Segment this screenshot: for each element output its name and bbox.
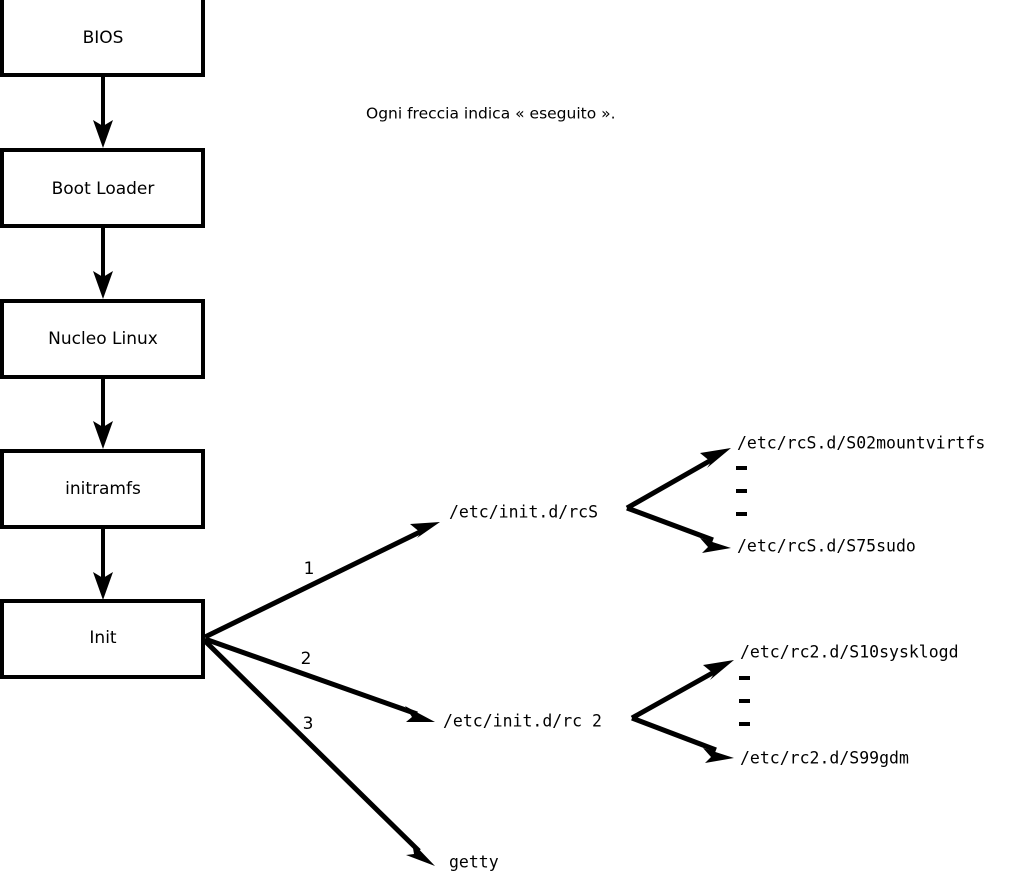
init-branch-3-number: 3	[303, 714, 314, 734]
box-kernel-label: Nucleo Linux	[48, 329, 158, 349]
init-branch-2-target-label: /etc/init.d/rc 2	[443, 712, 602, 731]
arrow-head-icon	[410, 522, 440, 538]
init-branch-3-target-label: getty	[449, 853, 499, 872]
arrow-head-icon	[93, 271, 113, 299]
init-branch-3-arrow	[203, 639, 435, 866]
arrow-head-icon	[703, 660, 734, 680]
chain-connector-initramfs-to-init	[93, 526, 113, 600]
rcs-last-script-label: /etc/rcS.d/S75sudo	[737, 537, 916, 556]
box-bootloader-label: Boot Loader	[52, 179, 155, 199]
rcs-ellipsis-dash-2	[736, 489, 747, 493]
arrow-head-icon	[406, 842, 435, 866]
rc2-ellipsis-dash-2	[739, 699, 750, 703]
rc2-last-script-label: /etc/rc2.d/S99gdm	[740, 749, 909, 768]
rcs-ellipsis-dash-3	[736, 512, 747, 516]
chain-connector-bios-to-bootloader	[93, 75, 113, 148]
rc2-ellipsis-dash-1	[739, 676, 750, 680]
init-branch-1-number: 1	[304, 559, 315, 579]
rcs-fork-upper-arrow	[625, 448, 731, 511]
chain-connector-kernel-to-initramfs	[93, 377, 113, 449]
arrow-head-icon	[93, 120, 113, 148]
rc2-fork-lower-arrow	[631, 715, 734, 763]
init-branch-1-target-label: /etc/init.d/rcS	[449, 503, 598, 522]
rc2-first-script-label: /etc/rc2.d/S10sysklogd	[740, 643, 959, 662]
rc2-ellipsis-dash-3	[739, 722, 750, 726]
box-bios[interactable]: BIOS	[0, 0, 205, 77]
init-branch-1-arrow	[203, 522, 440, 640]
rcs-first-script-label: /etc/rcS.d/S02mountvirtfs	[737, 434, 985, 453]
init-branch-2-arrow	[204, 636, 435, 722]
chain-connector-bootloader-to-kernel	[93, 226, 113, 299]
box-bootloader[interactable]: Boot Loader	[0, 148, 205, 228]
rcs-fork-lower-arrow	[626, 505, 731, 553]
arrow-head-icon	[93, 421, 113, 449]
box-init[interactable]: Init	[0, 599, 205, 679]
arrow-head-icon	[700, 448, 731, 468]
box-bios-label: BIOS	[83, 28, 124, 48]
rcs-ellipsis-dash-1	[736, 466, 747, 470]
box-initramfs-label: initramfs	[65, 479, 141, 499]
arrow-head-icon	[405, 706, 435, 722]
rc2-fork-upper-arrow	[630, 660, 734, 721]
note-text: Ogni freccia indica « eseguito ».	[366, 105, 616, 123]
box-initramfs[interactable]: initramfs	[0, 449, 205, 529]
arrow-head-icon	[700, 538, 731, 553]
init-branch-2-number: 2	[301, 649, 312, 669]
box-init-label: Init	[89, 628, 117, 648]
box-kernel[interactable]: Nucleo Linux	[0, 299, 205, 379]
arrow-head-icon	[703, 748, 734, 763]
arrow-head-icon	[93, 572, 113, 600]
